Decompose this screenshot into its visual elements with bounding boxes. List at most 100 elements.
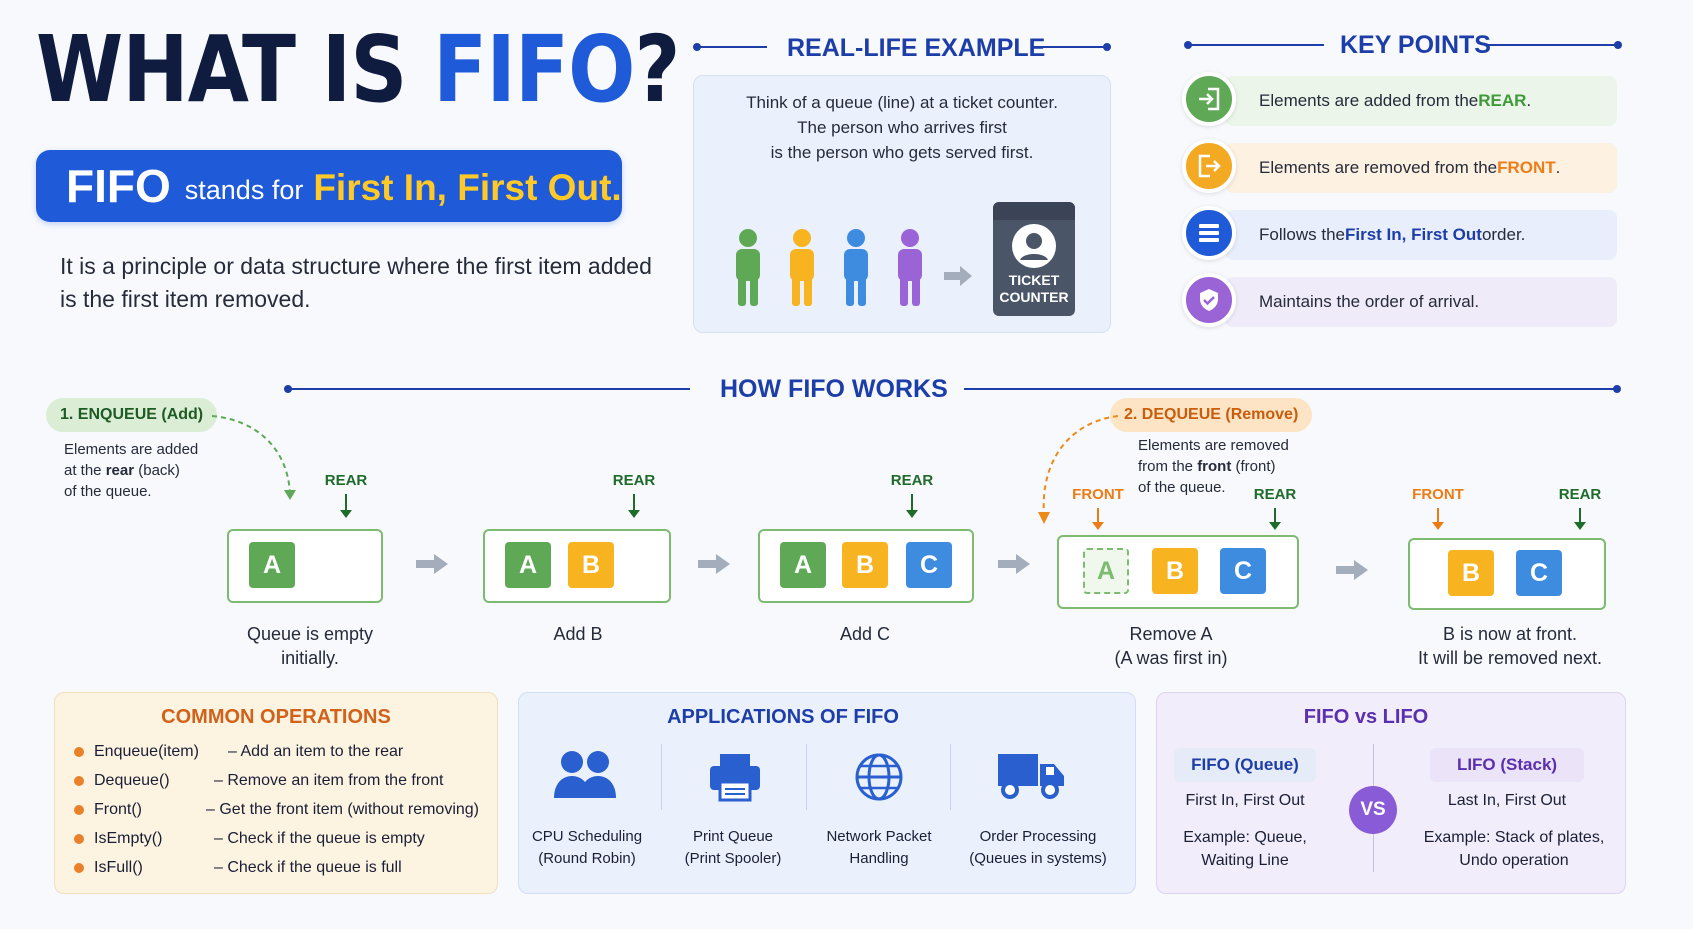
key-point-4: Maintains the order of arrival.: [1225, 277, 1617, 327]
queue-cell: A: [505, 542, 551, 588]
truck-icon: [998, 754, 1064, 799]
queue-cell: A: [249, 542, 295, 588]
person-icon: [790, 229, 814, 306]
queue-cell: C: [1220, 548, 1266, 594]
header-line: [697, 46, 767, 48]
arrow-down-icon: [628, 494, 640, 518]
applications-title: APPLICATIONS OF FIFO: [667, 706, 899, 728]
queue-cell: C: [1516, 550, 1562, 596]
dequeue-label: 2. DEQUEUE (Remove): [1110, 398, 1313, 432]
title-highlight: FIFO: [433, 16, 635, 123]
common-operations-panel: [54, 692, 498, 894]
agent-icon: [1012, 224, 1056, 268]
key-points-title: KEY POINTS: [1340, 31, 1491, 59]
lifo-head: LIFO (Stack): [1456, 755, 1558, 774]
key-point-3: Follows the First In, First Out order.: [1225, 210, 1617, 260]
list-icon: [1182, 206, 1236, 260]
bullet-icon: [74, 833, 84, 844]
queue-cell: C: [906, 542, 952, 588]
people-queue: [736, 229, 922, 306]
step-caption: Add B: [553, 624, 603, 644]
page-title: WHAT IS FIFO?: [36, 16, 680, 123]
dequeue-description: Elements are removed from the front (fro…: [1138, 437, 1289, 496]
bullet-icon: [74, 746, 84, 757]
fifo-head: FIFO (Queue): [1191, 755, 1299, 774]
divider: [950, 744, 951, 810]
header-line: [964, 388, 1616, 390]
stands-mid: stands for: [184, 174, 304, 205]
ticket-counter-top: [993, 202, 1075, 220]
removed-cell: A: [1083, 548, 1129, 594]
application-caption: CPU Scheduling(Round Robin): [531, 828, 643, 867]
front-pointer-label: FRONT: [1412, 486, 1464, 503]
stands-abbr: FIFO: [66, 160, 171, 212]
fifo-head-bg: [1174, 748, 1316, 782]
operation-item: IsEmpty()– Check if the queue is empty: [74, 824, 494, 853]
printer-icon: [710, 754, 760, 802]
front-pointer-label: FRONT: [1072, 486, 1124, 503]
lifo-example: Example: Stack of plates,Undo operation: [1423, 829, 1605, 869]
queue-cell: B: [1448, 550, 1494, 596]
arrow-right-icon: [416, 554, 448, 574]
header-line: [1487, 44, 1617, 46]
globe-icon: [855, 753, 903, 801]
fifo-sub: First In, First Out: [1185, 792, 1305, 809]
common-operations-title: COMMON OPERATIONS: [161, 706, 391, 728]
real-life-text: Think of a queue (line) at a ticket coun…: [746, 93, 1058, 162]
how-fifo-works-title: HOW FIFO WORKS: [720, 375, 948, 403]
key-point-1: Elements are added from the REAR.: [1225, 76, 1617, 126]
header-line: [288, 388, 690, 390]
applications-panel: [518, 692, 1136, 894]
header-line: [1034, 46, 1106, 48]
queue-cell: B: [1152, 548, 1198, 594]
dequeue-curve-arrow: [1038, 415, 1119, 524]
lifo-sub: Last In, First Out: [1447, 792, 1567, 809]
stands-for-banner: FIFO stands for First In, First Out.: [36, 150, 622, 222]
application-caption: Order Processing(Queues in systems): [969, 828, 1107, 867]
fifo-vs-lifo-title: FIFO vs LIFO: [1303, 706, 1429, 728]
enter-icon: [1182, 72, 1236, 126]
step-caption: B is now at front.It will be removed nex…: [1417, 624, 1603, 668]
person-icon: [844, 229, 868, 306]
arrow-down-icon: [906, 494, 918, 518]
header-dot: [1613, 385, 1621, 393]
arrow-down-icon: [1092, 508, 1104, 530]
arrow-down-icon: [340, 494, 352, 518]
operation-item: Enqueue(item)– Add an item to the rear: [74, 737, 494, 766]
vs-badge: VS: [1349, 786, 1397, 834]
enqueue-label: 1. ENQUEUE (Add): [46, 398, 218, 432]
rear-pointer-label: REAR: [1558, 486, 1602, 503]
exit-icon: [1182, 139, 1236, 193]
arrow-right-icon: [944, 266, 972, 286]
person-icon: [736, 229, 760, 306]
bullet-icon: [74, 862, 84, 873]
operation-item: Front()– Get the front item (without rem…: [74, 795, 494, 824]
divider: [661, 744, 662, 810]
operation-item: IsFull()– Check if the queue is full: [74, 853, 494, 882]
arrow-down-icon: [1269, 508, 1281, 530]
arrow-right-icon: [998, 554, 1030, 574]
queue-box-step-5: [1408, 538, 1606, 610]
shield-check-icon: [1182, 273, 1236, 327]
header-dot: [1103, 43, 1111, 51]
bullet-icon: [74, 804, 84, 815]
operation-item: Dequeue()– Remove an item from the front: [74, 766, 494, 795]
fifo-description: It is a principle or data structure wher…: [60, 253, 652, 312]
person-icon: [898, 229, 922, 306]
step-caption: Remove A(A was first in): [1114, 624, 1228, 668]
queue-cell: A: [780, 542, 826, 588]
application-caption: Print Queue(Print Spooler): [684, 828, 782, 867]
enqueue-description: Elements are added at the rear (back) of…: [64, 441, 199, 500]
lifo-head-bg: [1430, 748, 1584, 782]
rear-pointer-label: REAR: [1253, 486, 1297, 503]
rear-pointer-label: REAR: [890, 472, 934, 489]
users-icon: [554, 751, 616, 798]
divider: [806, 744, 807, 810]
key-point-2: Elements are removed from the FRONT.: [1225, 143, 1617, 193]
arrow-right-icon: [698, 554, 730, 574]
bullet-icon: [74, 775, 84, 786]
header-dot: [1614, 41, 1622, 49]
